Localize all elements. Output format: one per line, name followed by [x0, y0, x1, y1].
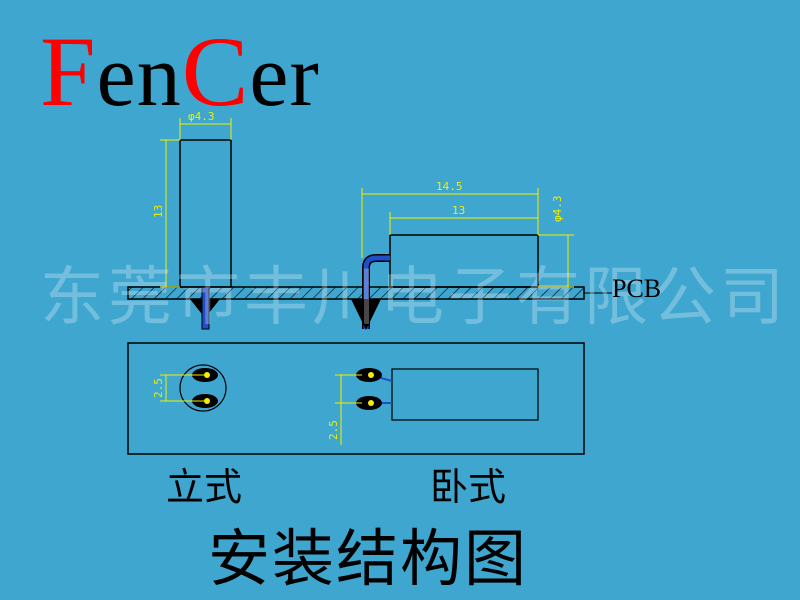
horizontal-solder-joint — [351, 299, 381, 330]
vertical-pad-top-hole — [204, 372, 210, 378]
logo-letter: F — [40, 16, 97, 127]
logo-letter: e — [96, 28, 137, 125]
pcb-label: PCB — [612, 274, 662, 303]
vertical-lead — [201, 286, 210, 330]
horizontal-pitch-lines — [335, 374, 362, 445]
vertical-pitch-lines — [160, 374, 205, 402]
dim-horizontal-pitch: 2.5 — [327, 420, 340, 440]
label-horizontal-mount: 卧式 — [430, 465, 507, 509]
fencer-logo: FenCer — [40, 22, 320, 122]
dim-horizontal-body: 13 — [452, 204, 465, 217]
diagram-title: 安装结构图 — [208, 522, 529, 595]
horizontal-lead-core — [363, 255, 390, 329]
footprint-box — [127, 342, 585, 455]
logo-letter: n — [136, 28, 182, 125]
horizontal-pad-bottom-hole — [368, 400, 374, 406]
vertical-pad-bottom-hole — [204, 398, 210, 404]
horizontal-dimension-lines — [361, 188, 574, 288]
dim-horizontal-overall: 14.5 — [436, 180, 463, 193]
horizontal-pad-top-hole — [368, 372, 374, 378]
dim-vertical-diameter: φ4.3 — [188, 110, 215, 123]
vertical-footprint-outline — [179, 364, 227, 412]
company-watermark: 东莞市丰川电子有限公司 — [40, 261, 788, 335]
label-vertical-mount: 立式 — [166, 465, 243, 509]
logo-letter: C — [181, 16, 250, 127]
dim-vertical-pitch: 2.5 — [152, 378, 165, 398]
vertical-dimension-lines — [160, 118, 232, 288]
logo-letter: r — [289, 28, 320, 125]
dim-vertical-height: 13 — [152, 205, 165, 218]
horizontal-footprint-body — [391, 368, 539, 421]
dim-horizontal-diameter: φ4.3 — [551, 196, 564, 223]
logo-letter: e — [249, 28, 290, 125]
